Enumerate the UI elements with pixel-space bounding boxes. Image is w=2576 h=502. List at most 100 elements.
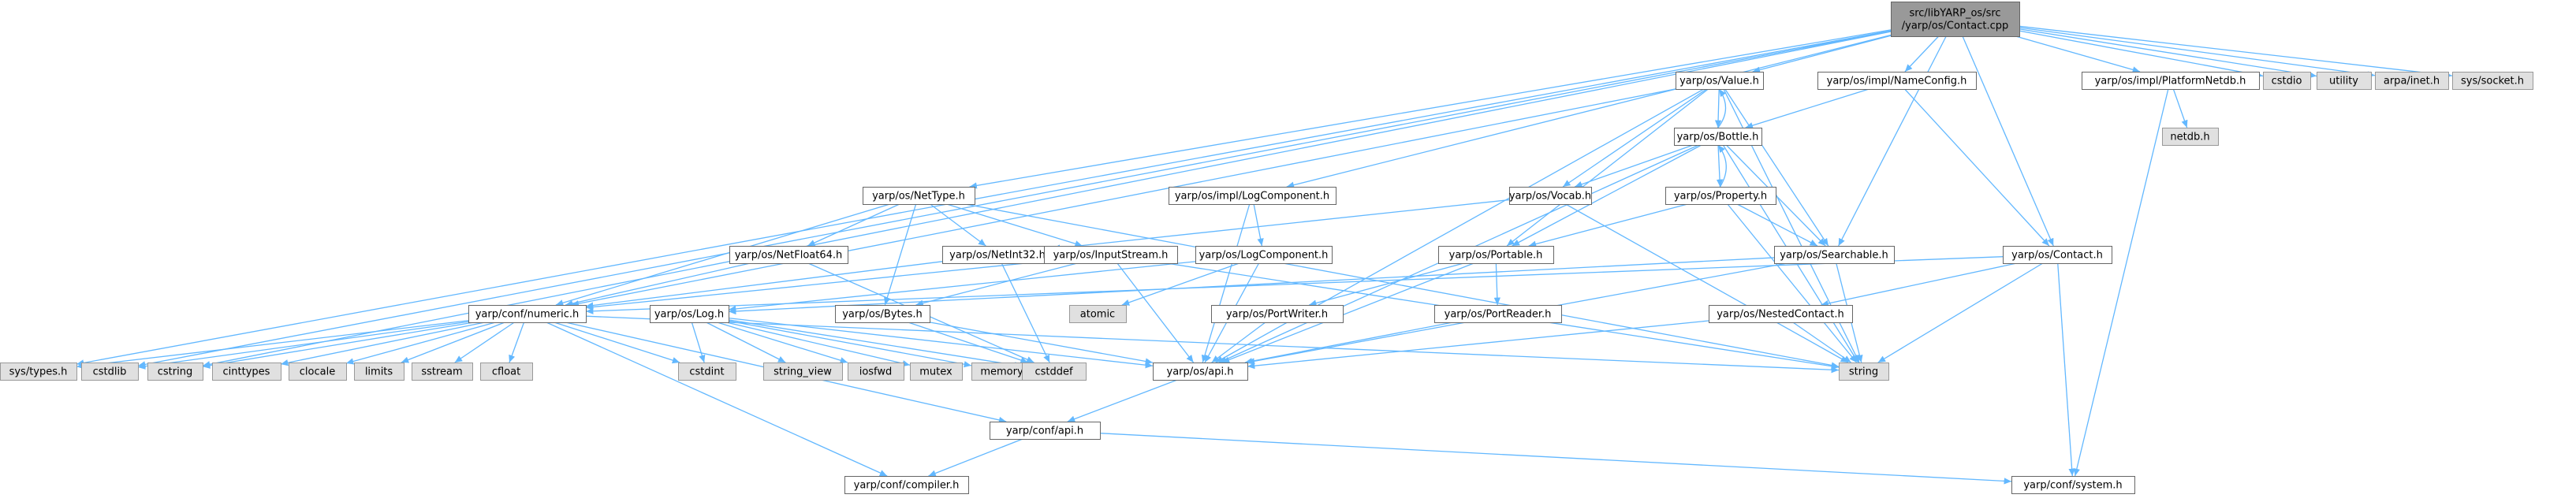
node-portable[interactable]: yarp/os/Portable.h: [1438, 246, 1554, 264]
node-label-cstdint: cstdint: [689, 366, 724, 378]
node-box-mutex: [910, 363, 963, 381]
node-box-numeric: [468, 305, 587, 323]
edge-inputstream-to-osapi: [1117, 262, 1195, 363]
node-box-netdb: [2162, 128, 2219, 146]
node-label-property: yarp/os/Property.h: [1674, 191, 1767, 203]
node-nettype[interactable]: yarp/os/NetType.h: [863, 187, 975, 205]
node-nameconfig[interactable]: yarp/os/impl/NameConfig.h: [1817, 72, 1977, 90]
node-searchable[interactable]: yarp/os/Searchable.h: [1774, 246, 1895, 264]
edge-value-to-osapi: [1215, 88, 1705, 363]
node-value[interactable]: yarp/os/Value.h: [1676, 72, 1764, 90]
node-box-inputstream: [1044, 246, 1178, 264]
node-label-string: string: [1849, 366, 1878, 378]
node-osapi[interactable]: yarp/os/api.h: [1153, 363, 1248, 381]
edge-netint32-to-numeric: [585, 261, 943, 309]
node-log[interactable]: yarp/os/Log.h: [650, 305, 729, 323]
node-bytes[interactable]: yarp/os/Bytes.h: [835, 305, 930, 323]
edge-numeric-to-systypes: [76, 320, 469, 370]
node-box-nettype: [863, 187, 975, 205]
node-label-inputstream: yarp/os/InputStream.h: [1053, 250, 1169, 262]
node-root: src/libYARP_os/src/yarp/os/Contact.cpp: [1891, 2, 2020, 37]
node-system[interactable]: yarp/conf/system.h: [2011, 476, 2135, 494]
node-portwriter[interactable]: yarp/os/PortWriter.h: [1211, 305, 1344, 323]
edge-property-to-bottle: [1717, 144, 1727, 188]
node-box-compiler: [844, 476, 969, 494]
node-box-root: [1891, 2, 2020, 37]
node-box-nestedcontact: [1709, 305, 1853, 323]
node-label-root: src/libYARP_os/src: [1909, 8, 2000, 20]
node-label-numeric: yarp/conf/numeric.h: [475, 309, 580, 321]
node-label-cinttypes: cinttypes: [223, 366, 270, 378]
node-label-confapi: yarp/conf/api.h: [1006, 426, 1083, 437]
edge-log-to-cstddef: [728, 319, 1023, 369]
node-contact[interactable]: yarp/os/Contact.h: [2003, 246, 2112, 264]
edge-numeric-to-compiler: [546, 322, 888, 477]
node-box-cfloat: [480, 363, 533, 381]
edge-root-to-utility: [2019, 28, 2317, 79]
node-inputstream[interactable]: yarp/os/InputStream.h: [1044, 246, 1178, 264]
node-box-bytes: [835, 305, 930, 323]
edge-bytes-to-cstddef: [908, 322, 1028, 363]
node-box-bottle: [1674, 128, 1762, 146]
edge-contact-to-nestedcontact: [1821, 262, 2017, 307]
node-property[interactable]: yarp/os/Property.h: [1665, 187, 1776, 205]
edge-nettype-to-string: [965, 203, 1840, 369]
edge-nestedcontact-to-osapi: [1247, 320, 1709, 370]
node-string: string: [1839, 363, 1889, 381]
edge-portable-to-portreader: [1493, 262, 1500, 306]
node-bottle[interactable]: yarp/os/Bottle.h: [1674, 128, 1762, 146]
node-box-property: [1665, 187, 1776, 205]
node-netfloat64[interactable]: yarp/os/NetFloat64.h: [729, 246, 848, 264]
node-nestedcontact[interactable]: yarp/os/NestedContact.h: [1709, 305, 1853, 323]
edge-value-to-searchable: [1724, 88, 1829, 247]
node-cstring: cstring: [147, 363, 203, 381]
node-box-clocale: [289, 363, 347, 381]
node-box-platformnetdb: [2082, 72, 2260, 90]
edge-numeric-to-cfloat: [509, 322, 525, 363]
edge-numeric-to-sstream: [454, 322, 515, 363]
node-logcomponent_impl[interactable]: yarp/os/impl/LogComponent.h: [1169, 187, 1336, 205]
node-arpa: arpa/inet.h: [2375, 72, 2449, 90]
node-cstdio: cstdio: [2263, 72, 2311, 90]
edge-numeric-to-limits: [401, 322, 505, 363]
node-label-cstdio: cstdio: [2272, 76, 2302, 87]
node-label-sstream: sstream: [421, 366, 462, 378]
node-label-platformnetdb: yarp/os/impl/PlatformNetdb.h: [2095, 76, 2246, 87]
node-label-netfloat64: yarp/os/NetFloat64.h: [735, 250, 843, 262]
node-box-vocab: [1509, 187, 1592, 205]
edge-inputstream-to-bytes: [915, 262, 1078, 307]
edge-numeric-to-string: [585, 315, 1840, 374]
edge-value-to-portable: [1506, 88, 1709, 247]
node-label-bytes: yarp/os/Bytes.h: [842, 309, 923, 321]
node-netint32[interactable]: yarp/os/NetInt32.h: [942, 246, 1053, 264]
node-box-contact: [2003, 246, 2112, 264]
node-label-arpa: arpa/inet.h: [2384, 76, 2440, 87]
node-numeric[interactable]: yarp/conf/numeric.h: [468, 305, 587, 323]
node-label-cstddef: cstddef: [1035, 366, 1073, 378]
node-vocab[interactable]: yarp/os/Vocab.h: [1509, 187, 1592, 205]
node-compiler[interactable]: yarp/conf/compiler.h: [844, 476, 969, 494]
node-cfloat: cfloat: [480, 363, 533, 381]
node-cstdint: cstdint: [678, 363, 736, 381]
node-label-logcomponent: yarp/os/LogComponent.h: [1199, 250, 1329, 262]
node-confapi[interactable]: yarp/conf/api.h: [990, 422, 1101, 440]
node-portreader[interactable]: yarp/os/PortReader.h: [1434, 305, 1562, 323]
edge-bottle-to-property: [1716, 144, 1724, 188]
node-label-syssocket: sys/socket.h: [2461, 76, 2524, 87]
node-logcomponent[interactable]: yarp/os/LogComponent.h: [1195, 246, 1333, 264]
node-label-nestedcontact: yarp/os/NestedContact.h: [1717, 309, 1844, 321]
edge-netint32-to-cstddef: [1001, 262, 1050, 363]
node-label-bottle: yarp/os/Bottle.h: [1677, 132, 1759, 143]
edge-bytes-to-osapi: [929, 322, 1154, 365]
edge-log-to-iosfwd: [717, 322, 848, 364]
node-label-clocale: clocale: [300, 366, 335, 378]
node-label-limits: limits: [365, 366, 393, 378]
edge-root-to-contact: [1962, 35, 2054, 247]
node-platformnetdb[interactable]: yarp/os/impl/PlatformNetdb.h: [2082, 72, 2260, 90]
node-mutex: mutex: [910, 363, 963, 381]
node-box-sstream: [412, 363, 473, 381]
node-label-nameconfig: yarp/os/impl/NameConfig.h: [1827, 76, 1967, 87]
node-label-cstring: cstring: [158, 366, 192, 378]
node-box-confapi: [990, 422, 1101, 440]
